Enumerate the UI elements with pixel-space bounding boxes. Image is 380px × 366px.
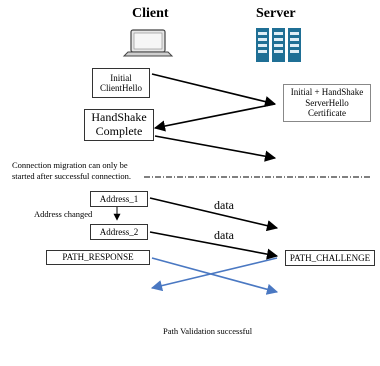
server-line3: Certificate — [308, 108, 346, 119]
handshake-line2: Complete — [95, 124, 143, 138]
path-challenge-label: PATH_CHALLENGE — [289, 252, 371, 263]
handshake-line1: HandShake — [91, 110, 147, 125]
path-validation-label: Path Validation successful — [163, 326, 253, 336]
data-label-2: data — [214, 228, 234, 242]
arrow-handshake-complete — [154, 135, 277, 162]
server-line1: Initial + HandShake — [290, 87, 364, 98]
migration-note-line1: Connection migration can only be — [12, 160, 128, 170]
path-response-label: PATH_RESPONSE — [62, 252, 134, 263]
client-initial-line1: Initial — [110, 72, 132, 83]
address2-box: Address_2 — [90, 224, 148, 240]
arrow-path-response — [151, 257, 279, 295]
address1-box: Address_1 — [90, 191, 148, 207]
server-line2: ServerHello — [305, 97, 349, 108]
client-initial-line2: ClientHello — [100, 83, 142, 93]
data-label-1: data — [214, 198, 234, 212]
address2-label: Address_2 — [99, 226, 139, 237]
address1-label: Address_1 — [99, 193, 139, 204]
arrow-server-hello — [153, 103, 276, 132]
server-hello-box: Initial + HandShake ServerHello Certific… — [283, 84, 371, 122]
server-heading: Server — [256, 6, 296, 21]
handshake-complete-box: HandShake Complete — [84, 109, 154, 141]
client-initial-box: Initial ClientHello — [92, 68, 150, 98]
arrow-client-hello — [151, 73, 277, 108]
path-challenge-box: PATH_CHALLENGE — [285, 250, 375, 266]
client-heading: Client — [132, 6, 169, 21]
migration-note-line2: started after successful connection. — [12, 171, 131, 181]
arrow-path-challenge — [150, 257, 278, 292]
path-response-box: PATH_RESPONSE — [46, 250, 150, 265]
address-changed-label: Address changed — [34, 209, 93, 219]
